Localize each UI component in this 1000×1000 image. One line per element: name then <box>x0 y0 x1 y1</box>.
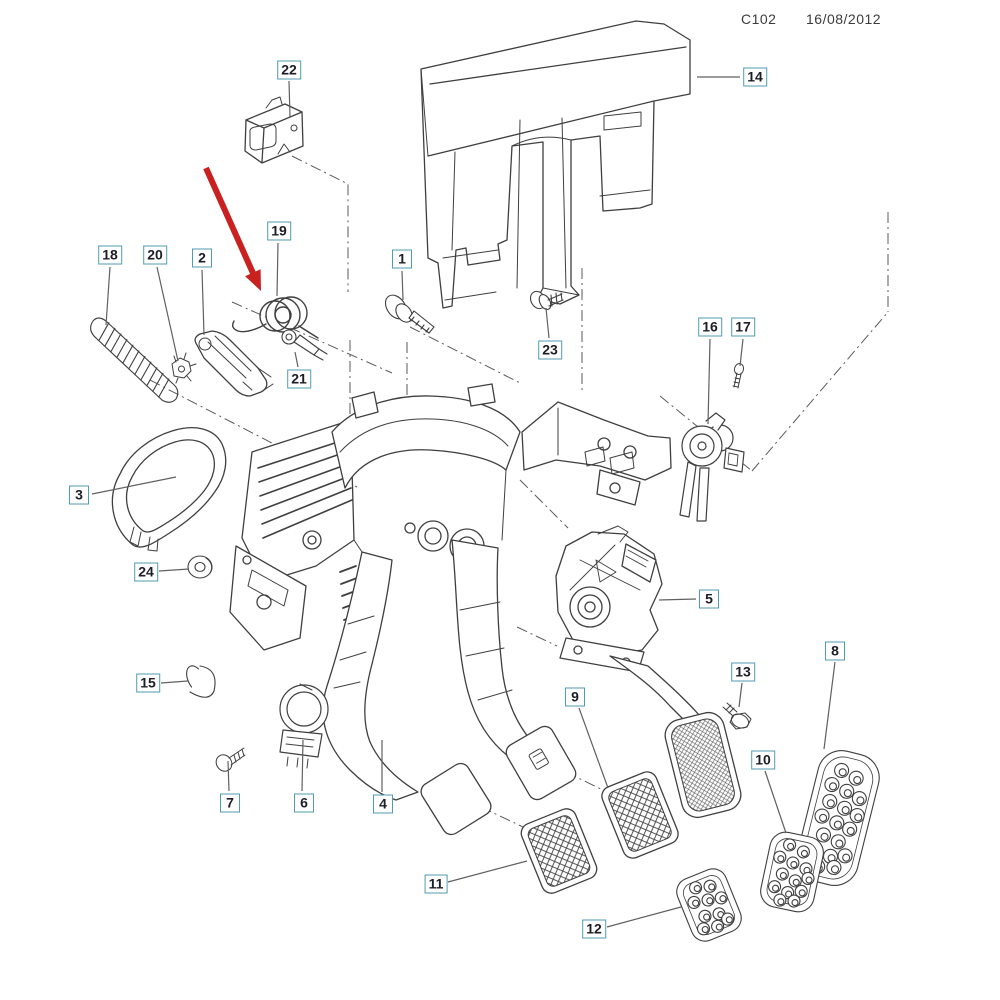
page-code: C102 <box>741 11 777 27</box>
page-date: 16/08/2012 <box>806 11 882 27</box>
callout-13[interactable]: 13 <box>731 662 755 682</box>
pedal-cover-part <box>420 20 691 309</box>
callout-17[interactable]: 17 <box>731 317 755 337</box>
sport-pad-clutch-part <box>676 868 742 942</box>
blanking-plug-part <box>186 665 216 698</box>
callout-22[interactable]: 22 <box>277 60 301 80</box>
cover-screw-part <box>529 290 564 310</box>
callout-9[interactable]: 9 <box>565 687 585 707</box>
torsion-spring-part <box>231 296 319 339</box>
callout-8[interactable]: 8 <box>825 641 845 661</box>
pedal-bolt-part <box>722 702 752 730</box>
pedal-bracket-part <box>229 383 672 651</box>
callout-18[interactable]: 18 <box>98 245 122 265</box>
brake-pedal-pad-part <box>601 771 679 859</box>
highlight-arrow <box>203 166 261 291</box>
callout-14[interactable]: 14 <box>743 67 767 87</box>
grommet-part <box>187 555 213 579</box>
sensor-screw-part <box>732 363 745 389</box>
callout-11[interactable]: 11 <box>424 874 448 894</box>
callout-4[interactable]: 4 <box>373 794 393 814</box>
pivot-pin-part <box>281 329 328 361</box>
leader-lines <box>91 76 836 928</box>
callout-2[interactable]: 2 <box>192 248 212 268</box>
push-rod-part <box>194 330 274 397</box>
callout-16[interactable]: 16 <box>698 317 722 337</box>
callout-20[interactable]: 20 <box>143 245 167 265</box>
clutch-switch-part <box>279 683 329 769</box>
pedal-position-sensor-part <box>679 412 745 522</box>
clutch-pedal-pad-part <box>520 808 598 894</box>
sport-pad-brake-part <box>760 831 824 913</box>
stop-lamp-switch-part <box>244 96 304 164</box>
retainer-clip-part <box>171 352 197 384</box>
clutch-pedal-arm-part <box>322 551 492 836</box>
callout-1[interactable]: 1 <box>392 249 412 269</box>
callout-3[interactable]: 3 <box>69 485 89 505</box>
accelerator-pedal-part <box>555 525 742 819</box>
callout-19[interactable]: 19 <box>267 221 291 241</box>
return-spring-part <box>90 317 179 403</box>
callout-7[interactable]: 7 <box>220 793 240 813</box>
callout-12[interactable]: 12 <box>582 919 606 939</box>
callout-21[interactable]: 21 <box>287 369 311 389</box>
callout-5[interactable]: 5 <box>699 589 719 609</box>
callout-10[interactable]: 10 <box>751 750 775 770</box>
callout-6[interactable]: 6 <box>294 793 314 813</box>
callout-23[interactable]: 23 <box>538 340 562 360</box>
mounting-bolt-part <box>384 294 435 334</box>
callout-24[interactable]: 24 <box>134 562 158 582</box>
callout-15[interactable]: 15 <box>136 673 160 693</box>
brake-pedal-arm-part <box>451 539 577 801</box>
gasket-seal-part <box>111 427 227 552</box>
